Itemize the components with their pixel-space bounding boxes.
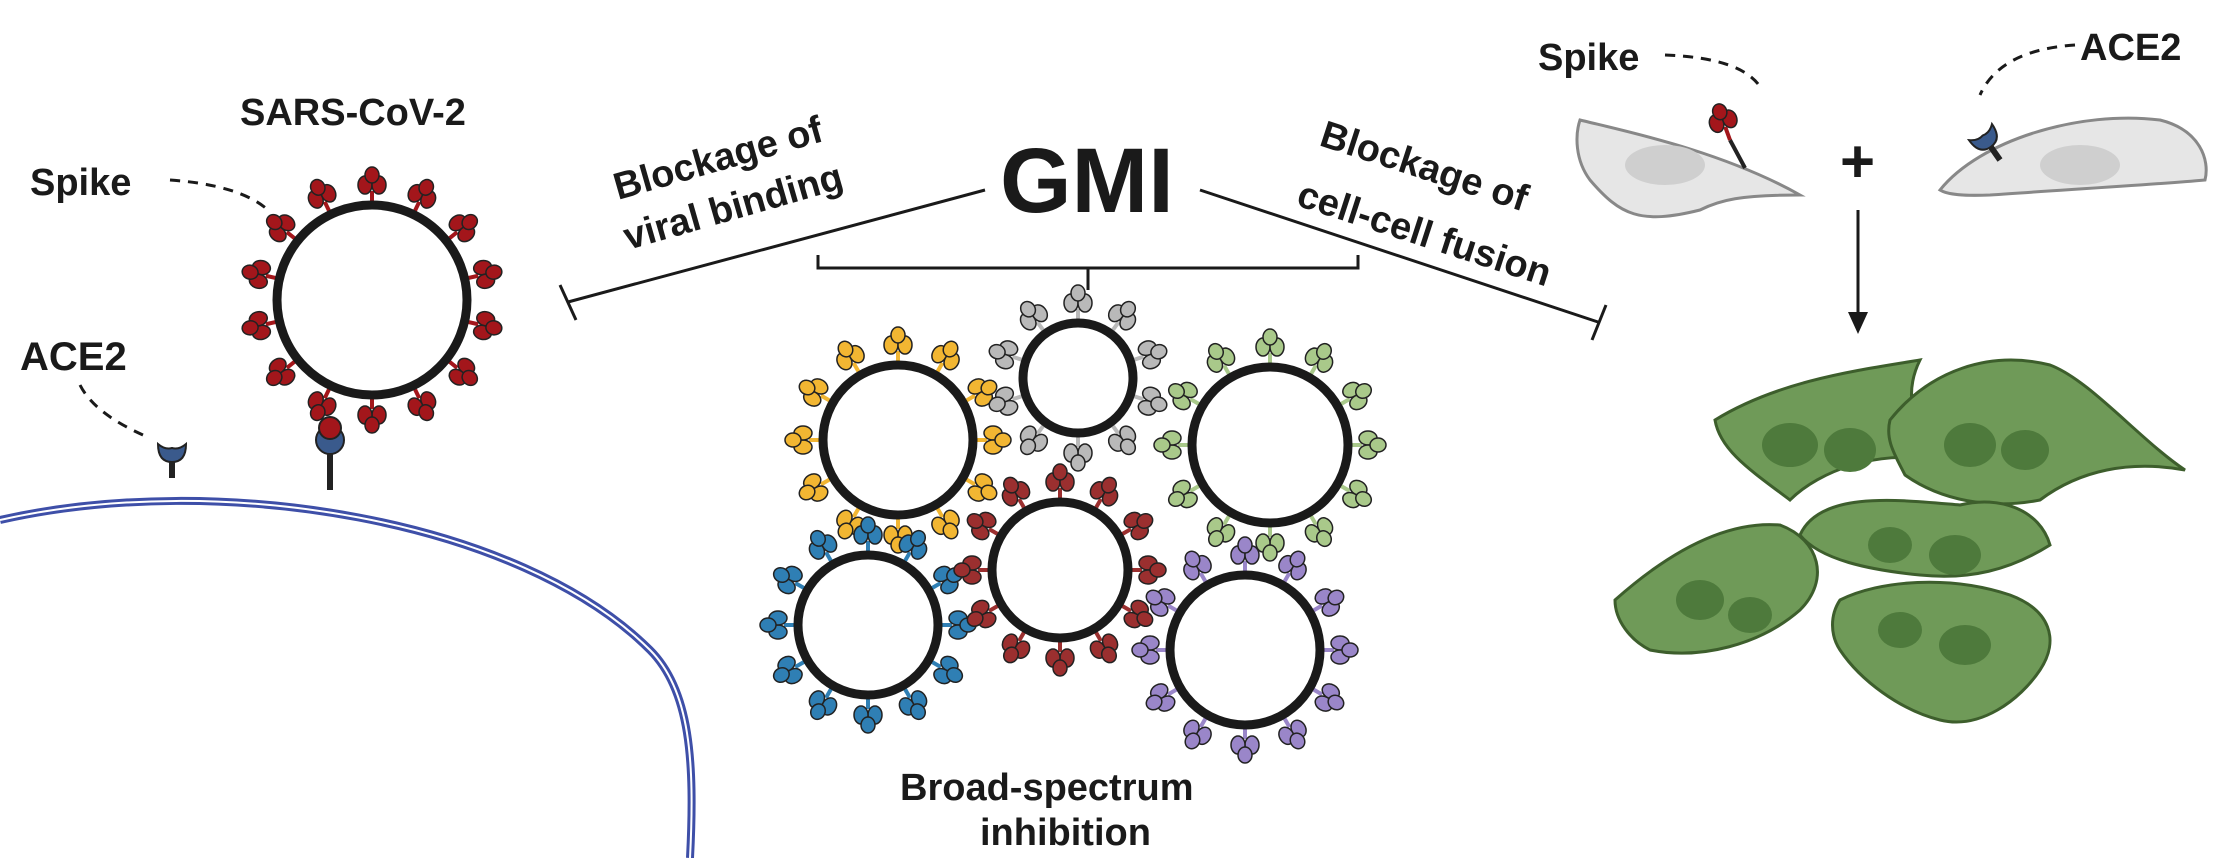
virion-variant-purple (1130, 535, 1360, 765)
ace2-left-label: ACE2 (20, 335, 127, 379)
inhibit-line-viral (567, 188, 986, 304)
bound-spike-ace2 (315, 416, 345, 490)
sars-cov-2-virion (237, 165, 507, 435)
spike-right-leader (1664, 53, 1764, 91)
virion-main (237, 165, 507, 435)
ace2-right-label: ACE2 (2080, 27, 2181, 69)
host-cell-membrane (0, 496, 696, 858)
syncytium-nuclei (1676, 423, 2049, 665)
inhibit-bar-viral (558, 284, 578, 321)
virion-variant-blue (758, 515, 978, 735)
spike-right-label: Spike (1538, 37, 1639, 79)
broad-bracket (816, 255, 1360, 290)
inhibit-line-fusion (1199, 188, 1599, 324)
virion-variant-green (1152, 327, 1388, 563)
broad-spectrum-line1: Broad-spectrum (900, 767, 1194, 809)
spike-expressing-cell (1575, 97, 1806, 219)
spike-left-label: Spike (30, 162, 131, 204)
down-arrowhead (1848, 312, 1868, 334)
variant-virions (758, 283, 1388, 765)
inhibit-bar-fusion (1590, 304, 1608, 341)
ace2-left-leader (78, 384, 151, 440)
virion-variant-darkred (952, 462, 1168, 678)
virion-variant-grey (983, 283, 1173, 473)
sars-cov-2-label: SARS-CoV-2 (240, 92, 466, 134)
ace2-expressing-cell (1937, 116, 2208, 197)
ace2-right-leader (1978, 43, 2076, 96)
virion-variant-yellow (783, 325, 1013, 555)
gmi-label: GMI (1000, 130, 1174, 232)
spike-left-leader (169, 178, 269, 212)
plus-sign: + (1840, 128, 1875, 195)
broad-spectrum-line2: inhibition (980, 812, 1151, 854)
ace2-receptor-left (158, 444, 186, 478)
